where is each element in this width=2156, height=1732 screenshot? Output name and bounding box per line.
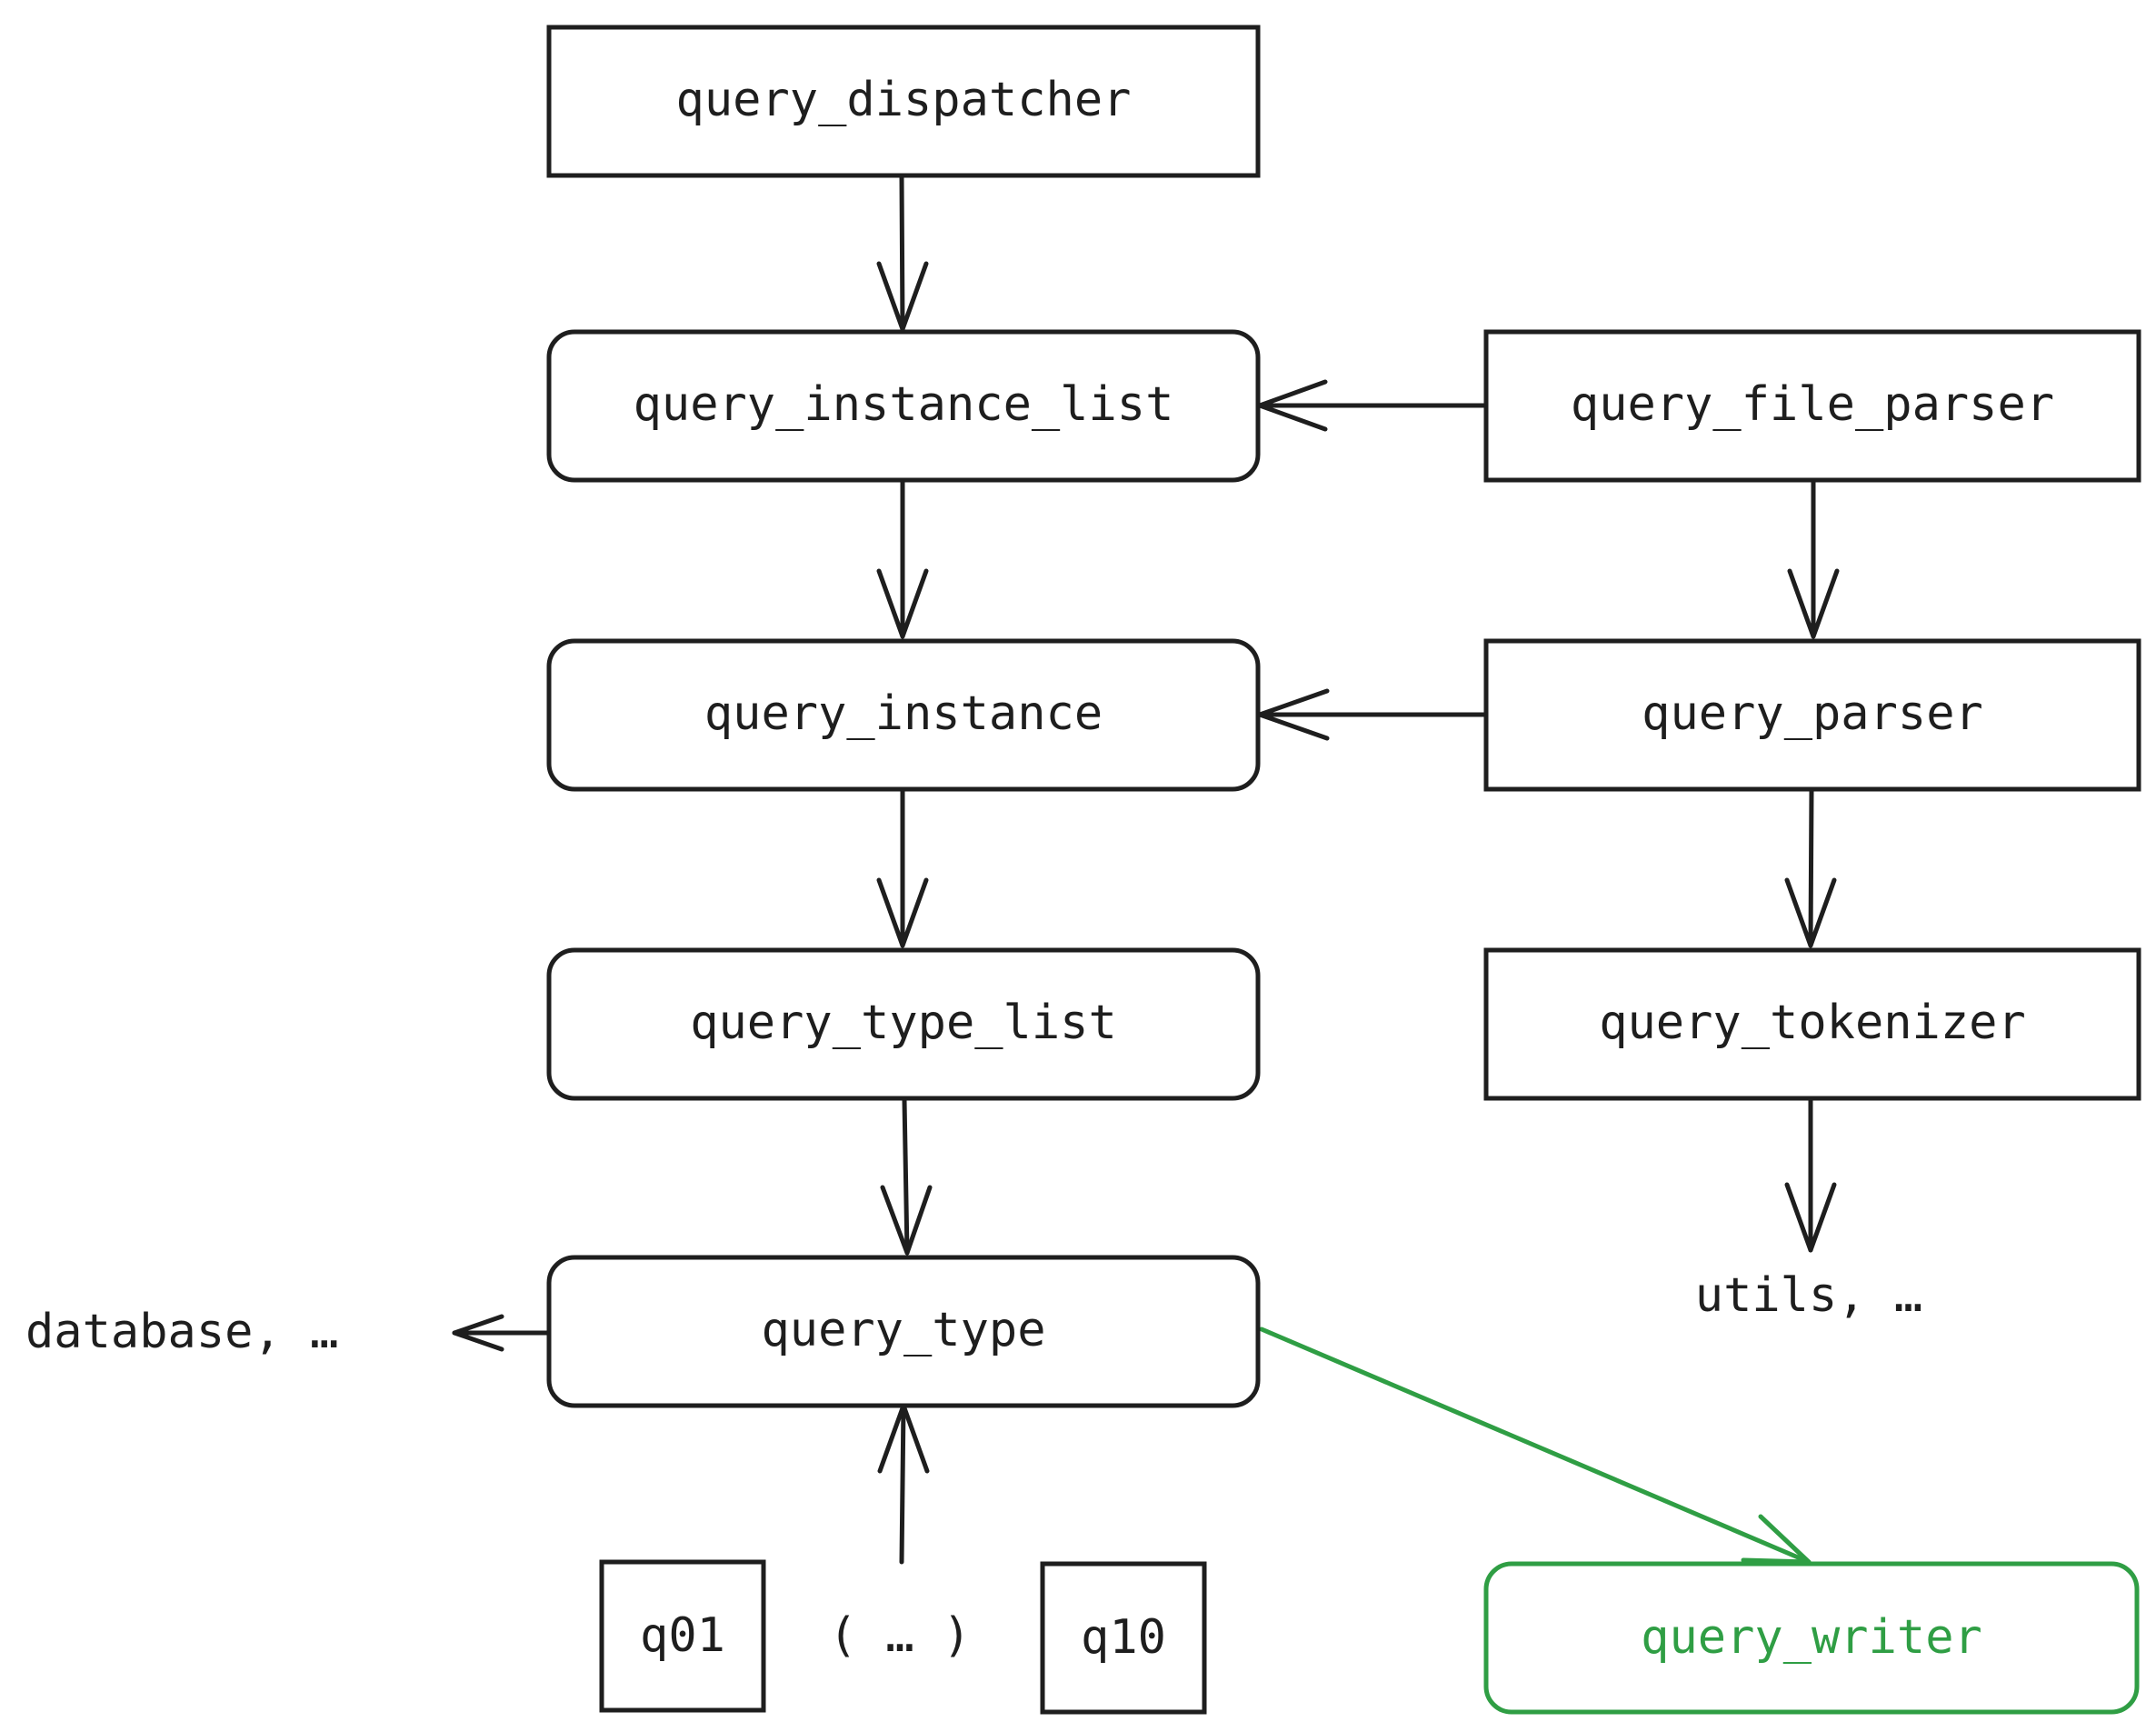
node-q01: q01 bbox=[599, 1559, 766, 1713]
node-label: query_type_list bbox=[690, 996, 1117, 1050]
edge-type-to-writer bbox=[1259, 1327, 1812, 1565]
node-query-instance: query_instance bbox=[546, 638, 1261, 792]
edge-dispatcher-to-instance-list bbox=[876, 175, 929, 332]
node-query-writer: query_writer bbox=[1483, 1561, 2140, 1715]
node-label: query_tokenizer bbox=[1599, 996, 2026, 1050]
node-label: query_file_parser bbox=[1571, 377, 2054, 432]
node-label: query_type bbox=[761, 1303, 1045, 1357]
node-label: query_parser bbox=[1642, 686, 1983, 741]
edge-tokenizer-to-utils bbox=[1784, 1097, 1837, 1253]
node-query-type: query_type bbox=[546, 1255, 1261, 1408]
edge-instance-list-to-instance bbox=[876, 479, 929, 639]
node-label: query_writer bbox=[1641, 1610, 1982, 1665]
node-query-type-list: query_type_list bbox=[546, 947, 1261, 1101]
edge-parser-to-tokenizer bbox=[1784, 788, 1837, 948]
database-label: database, … bbox=[25, 1305, 338, 1359]
edge-queries-to-type bbox=[877, 1403, 930, 1565]
edge-parser-to-instance bbox=[1257, 688, 1487, 741]
edge-file-parser-to-parser bbox=[1787, 479, 1840, 639]
node-label: query_dispatcher bbox=[676, 73, 1132, 127]
node-label: q10 bbox=[1081, 1610, 1166, 1665]
edges bbox=[452, 175, 1840, 1565]
node-q10: q10 bbox=[1040, 1561, 1207, 1715]
edge-type-list-to-type bbox=[880, 1097, 933, 1256]
edge-file-parser-to-instance-list bbox=[1257, 379, 1487, 432]
node-query-instance-list: query_instance_list bbox=[546, 329, 1261, 483]
ellipsis-label: ( … ) bbox=[829, 1608, 972, 1663]
node-label: q01 bbox=[640, 1608, 725, 1663]
node-query-dispatcher: query_dispatcher bbox=[546, 25, 1261, 178]
node-label: query_instance_list bbox=[634, 377, 1174, 432]
node-query-parser: query_parser bbox=[1483, 638, 2141, 792]
node-label: query_instance bbox=[704, 686, 1103, 741]
edge-instance-to-type-list bbox=[876, 788, 929, 948]
node-query-tokenizer: query_tokenizer bbox=[1483, 947, 2141, 1101]
utils-label: utils, … bbox=[1695, 1268, 1922, 1323]
edge-type-to-database bbox=[452, 1314, 552, 1352]
node-query-file-parser: query_file_parser bbox=[1483, 329, 2141, 483]
